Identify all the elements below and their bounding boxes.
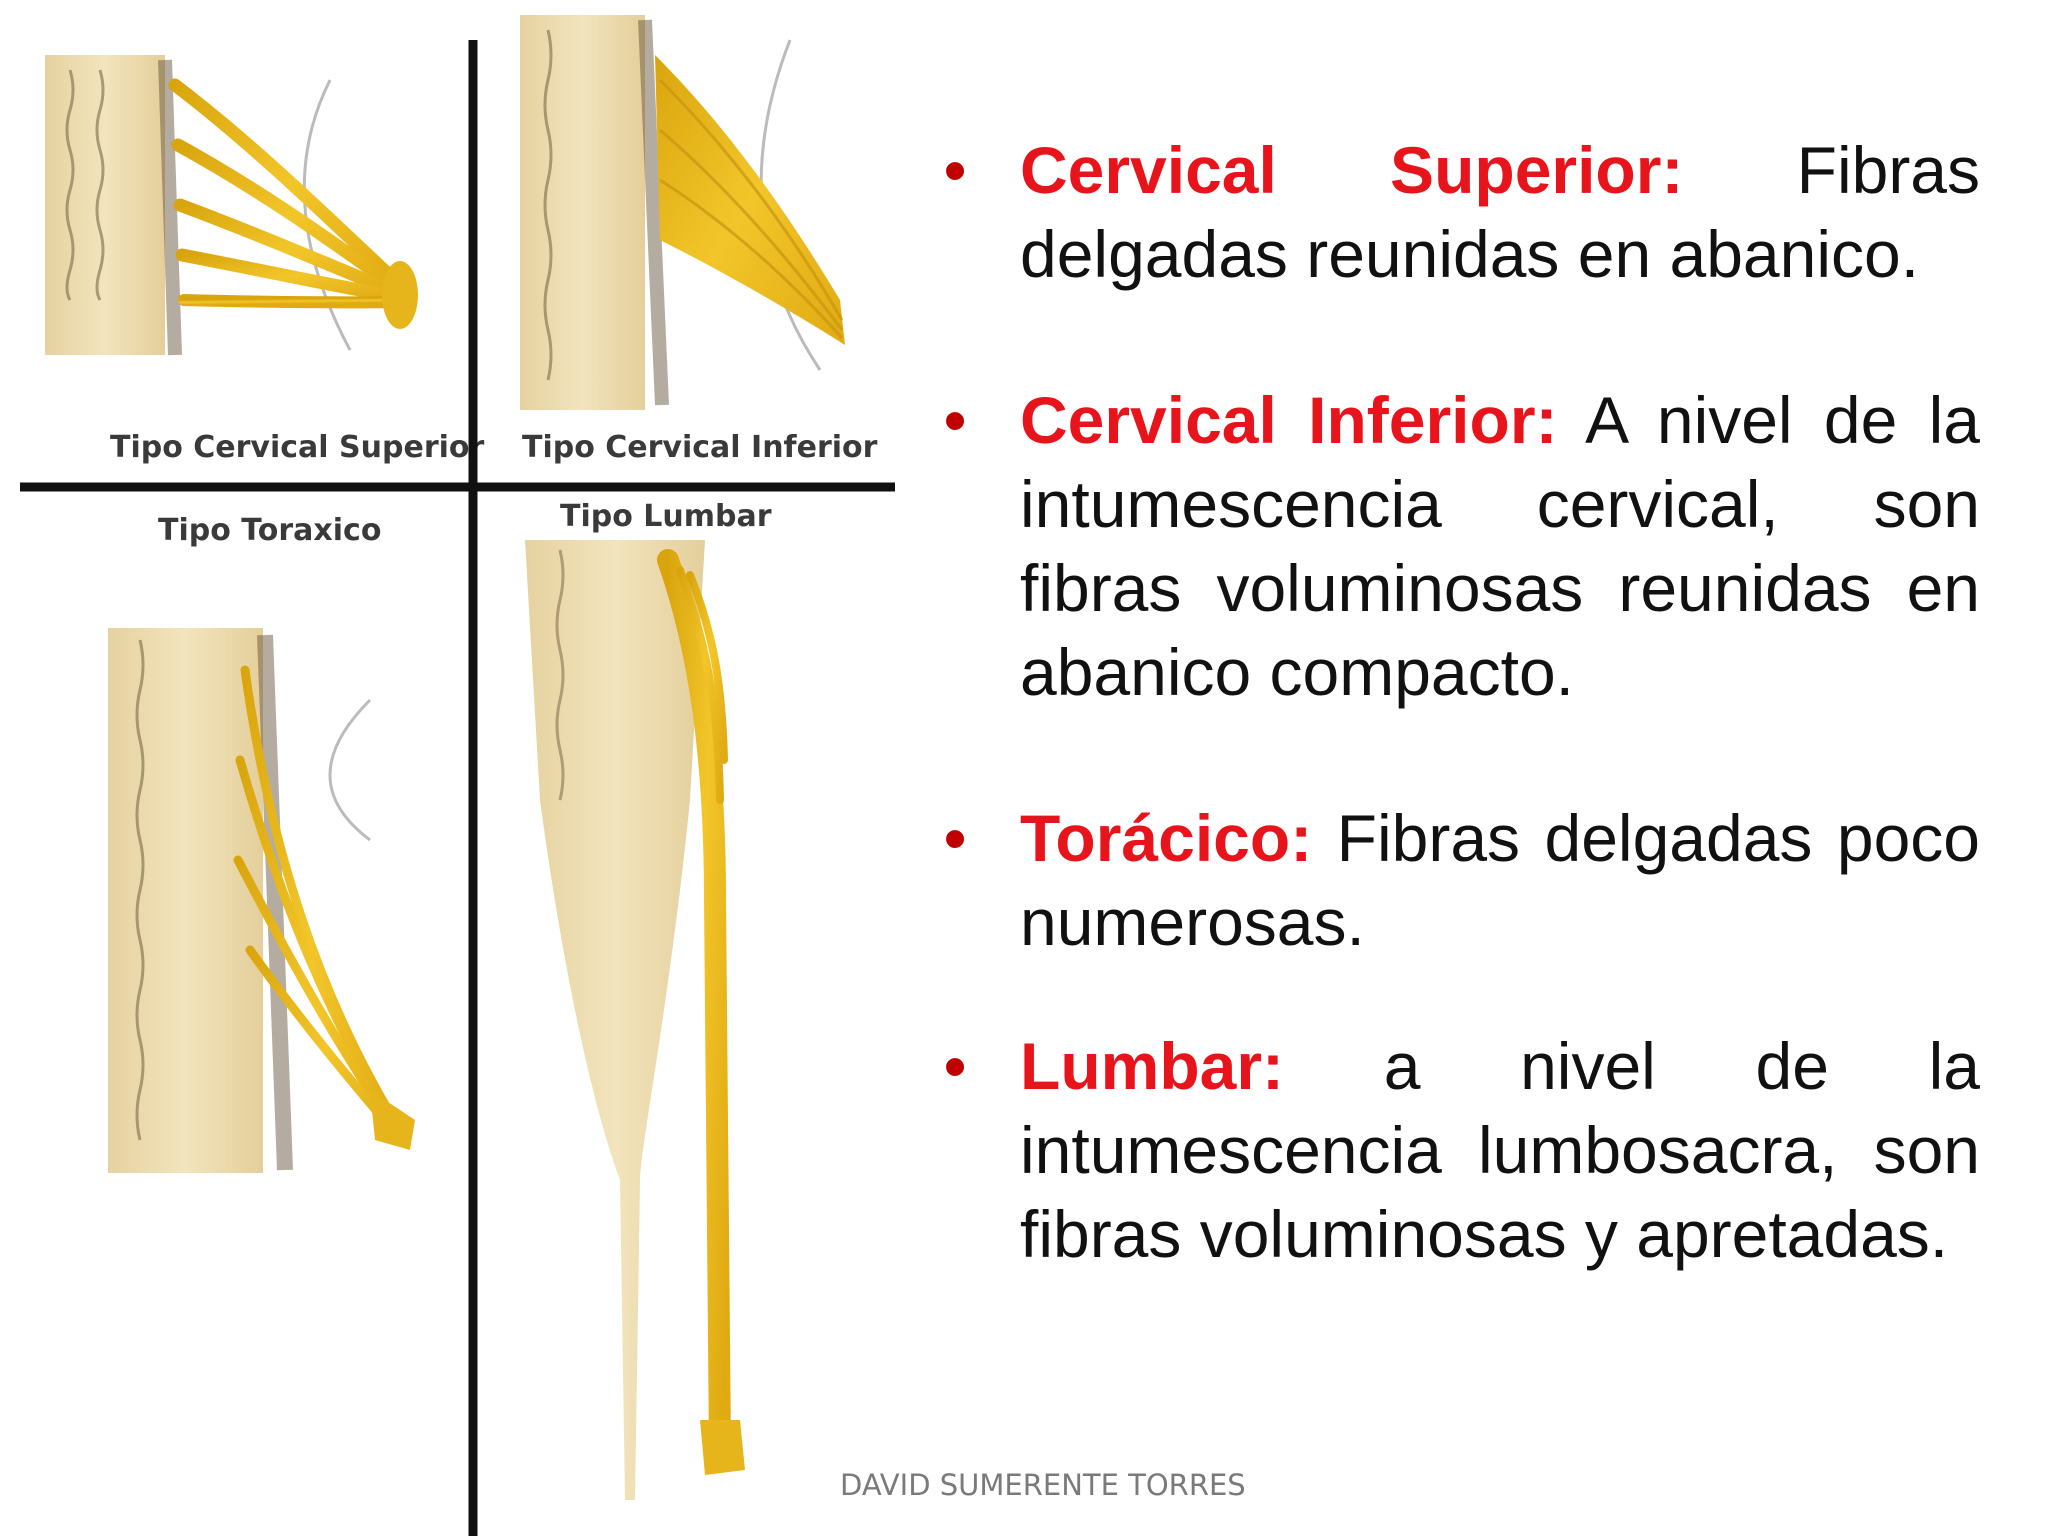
nerve-fibers — [657, 549, 731, 1461]
bullet-dot-icon: • — [943, 133, 967, 207]
membrane-curve — [302, 79, 352, 351]
panel-cervical-inferior: Tipo Cervical Inferior — [520, 15, 878, 465]
cord-texture — [543, 29, 553, 381]
dura-edge — [158, 59, 182, 356]
panel-cervical-superior: Tipo Cervical Superior — [45, 55, 485, 465]
panel-lumbar: Tipo Lumbar — [525, 499, 772, 1500]
spinal-cord-segment — [108, 628, 263, 1173]
dura-edge — [257, 634, 293, 1171]
panel-label-toraxico: Tipo Toraxico — [158, 513, 381, 548]
bullet-dot-icon: • — [943, 383, 967, 457]
nerve-root-end — [370, 1090, 415, 1150]
bullet-cervical-superior: • Cervical Superior: Fibras delgadas reu… — [935, 128, 1980, 296]
panel-toraxico: Tipo Toraxico — [108, 513, 415, 1173]
panel-label-cervical-superior: Tipo Cervical Superior — [110, 430, 485, 465]
bullet-text: a nivel de la intumescencia lumbosacra, … — [1020, 1029, 1980, 1271]
cord-texture — [135, 639, 145, 1141]
nerve-root-end — [700, 1420, 745, 1475]
panel-label-lumbar: Tipo Lumbar — [560, 499, 772, 534]
spinal-root-illustration: Tipo Cervical Superior Tipo Cervical Inf… — [20, 15, 895, 1536]
nerve-bundle — [655, 55, 845, 345]
spinal-cord-segment — [520, 15, 645, 410]
author-footer: DAVID SUMERENTE TORRES — [840, 1468, 1246, 1502]
panel-label-cervical-inferior: Tipo Cervical Inferior — [522, 430, 878, 465]
nerve-root-end — [382, 261, 418, 329]
bullet-text: Fibras delgadas reunidas en abanico. — [1020, 133, 1981, 291]
bullet-term: Cervical Inferior: — [1020, 383, 1558, 457]
bullet-term: Torácico: — [1020, 801, 1313, 875]
bullet-text: Fibras delgadas poco numerosas. — [1020, 801, 1980, 959]
bullet-dot-icon: • — [943, 801, 967, 875]
nerve-fibers — [658, 78, 844, 340]
spinal-cord-segment — [45, 55, 165, 355]
bullet-term: Cervical Superior: — [1020, 133, 1684, 207]
membrane-curve — [328, 698, 372, 842]
conus-medullaris — [525, 540, 705, 1500]
root-type-list: • Cervical Superior: Fibras delgadas reu… — [935, 128, 1980, 1358]
bullet-dot-icon: • — [943, 1029, 967, 1103]
nerve-fibers — [168, 78, 409, 309]
cord-texture — [65, 69, 105, 301]
bullet-cervical-inferior: • Cervical Inferior: A nivel de la intum… — [935, 378, 1980, 714]
cord-texture — [555, 549, 565, 801]
bullet-toracico: • Torácico: Fibras delgadas poco numeros… — [935, 796, 1980, 964]
bullet-term: Lumbar: — [1020, 1029, 1284, 1103]
bullet-lumbar: • Lumbar: a nivel de la intumescencia lu… — [935, 1024, 1980, 1276]
bullet-text: A nivel de la intumescencia cervical, so… — [1020, 383, 1980, 709]
dura-edge — [638, 19, 669, 406]
